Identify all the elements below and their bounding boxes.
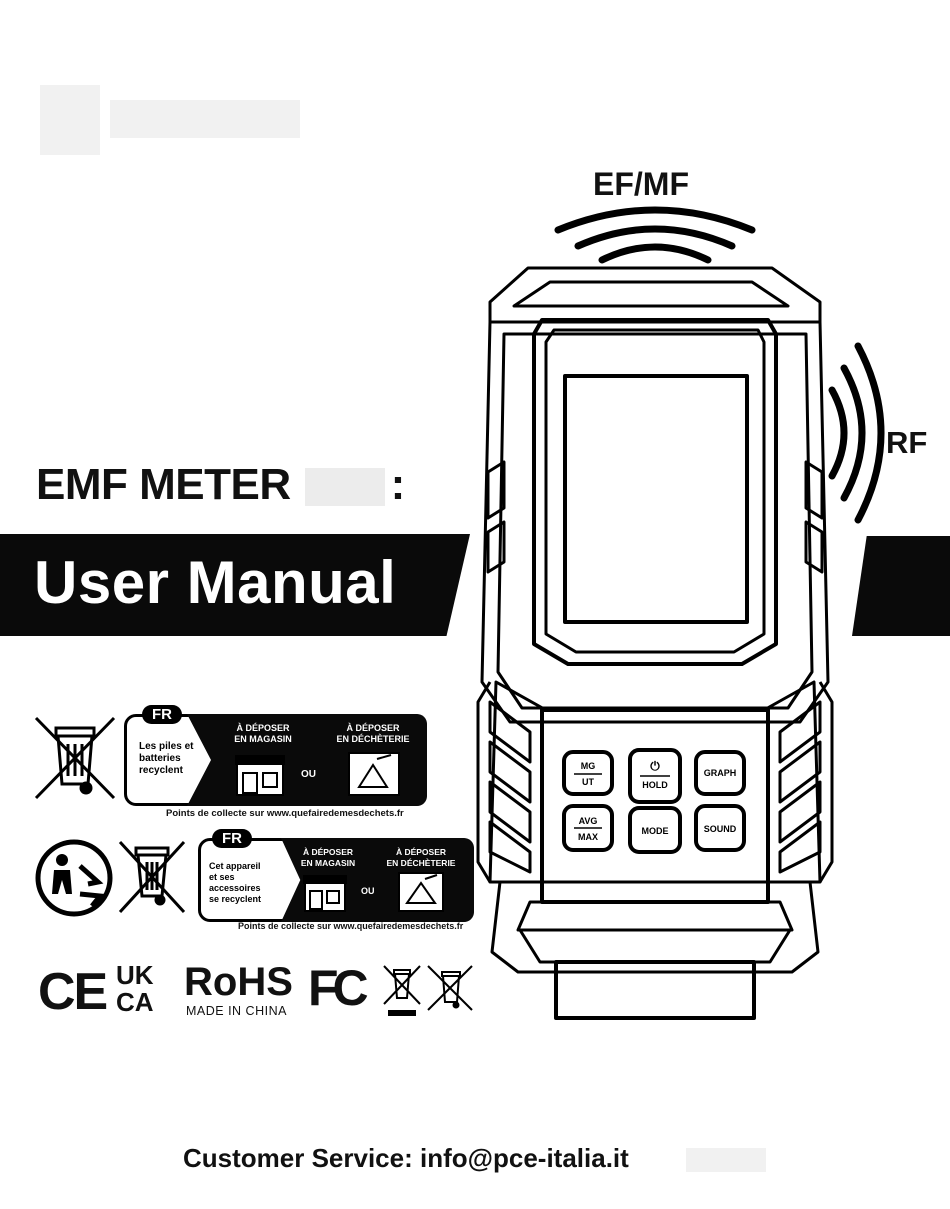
efmf-wave-icon	[554, 206, 756, 264]
faint-footer-mark	[686, 1148, 766, 1172]
recycling-info-box-device: Cet appareil et ses accessoires se recyc…	[198, 838, 474, 922]
certification-row: CE UK CA RoHS MADE IN CHINA FC	[38, 962, 478, 1022]
customer-service-contact: Customer Service: info@pce-italia.it	[183, 1143, 629, 1173]
fr-badge: FR	[142, 705, 182, 724]
power-icon: ⏻	[650, 759, 660, 773]
btn-sound-label: SOUND	[704, 824, 737, 834]
banner-right-block	[852, 536, 950, 636]
btn-avg-label: AVG	[579, 816, 598, 826]
manual-banner	[0, 534, 470, 636]
crossed-bin-icon-2	[118, 840, 186, 914]
rf-wave-icon	[828, 342, 885, 524]
product-title: EMF METER:	[36, 460, 405, 509]
emf-meter-device: MG UT ⏻ HOLD GRAPH AVG MAX MODE SOUND	[476, 266, 834, 1020]
faint-logo-mark	[40, 85, 100, 155]
fcc-mark: FC	[308, 960, 369, 1016]
blurred-model-number	[304, 468, 385, 507]
dump-drop-label-2: À DÉPOSER EN DÉCHÈTERIE	[386, 847, 456, 868]
device-recycle-text: Cet appareil et ses accessoires se recyc…	[209, 861, 262, 904]
recycle-drop-icon	[348, 752, 400, 796]
faint-logo-text	[110, 100, 300, 138]
btn-mode-label: MODE	[642, 826, 669, 836]
btn-max-label: MAX	[578, 832, 598, 842]
btn-hold-label: HOLD	[642, 780, 668, 790]
collection-points-text: Points de collecte sur www.quefairedemes…	[166, 808, 404, 819]
ukca-ca: CA	[116, 987, 154, 1017]
dump-drop-label: À DÉPOSER EN DÉCHÈTERIE	[336, 723, 410, 744]
batteries-recycle-text: Les piles et batteries recyclent	[139, 741, 194, 776]
crossed-bin-small-icon-2	[427, 965, 473, 1011]
store-drop-label-2: À DÉPOSER EN MAGASIN	[300, 847, 356, 868]
store-icon	[235, 755, 285, 796]
ukca-uk: UK	[116, 960, 154, 990]
crossed-bin-icon	[34, 716, 116, 800]
or-label-2: OU	[361, 886, 375, 896]
store-drop-label: À DÉPOSER EN MAGASIN	[234, 723, 292, 744]
recycle-drop-icon-2	[398, 872, 444, 912]
btn-mg-label: MG	[581, 761, 596, 771]
triman-recycling-icon	[35, 839, 113, 917]
store-icon-2	[303, 875, 347, 912]
or-label: OU	[301, 769, 316, 780]
manual-title: User Manual	[34, 549, 397, 616]
crossed-bin-small-icon	[383, 965, 421, 1016]
made-in-china: MADE IN CHINA	[186, 1004, 287, 1018]
btn-graph-label: GRAPH	[704, 768, 737, 778]
btn-ut-label: UT	[582, 777, 594, 787]
fr-badge-2: FR	[212, 829, 252, 848]
rohs-mark: RoHS	[184, 960, 293, 1004]
collection-points-text-2: Points de collecte sur www.quefairedemes…	[238, 921, 464, 931]
rf-label: RF	[886, 425, 928, 460]
ce-mark: CE	[38, 963, 108, 1021]
recycling-info-box-batteries: Les piles et batteries recyclent À DÉPOS…	[124, 714, 427, 806]
efmf-label: EF/MF	[593, 166, 689, 202]
